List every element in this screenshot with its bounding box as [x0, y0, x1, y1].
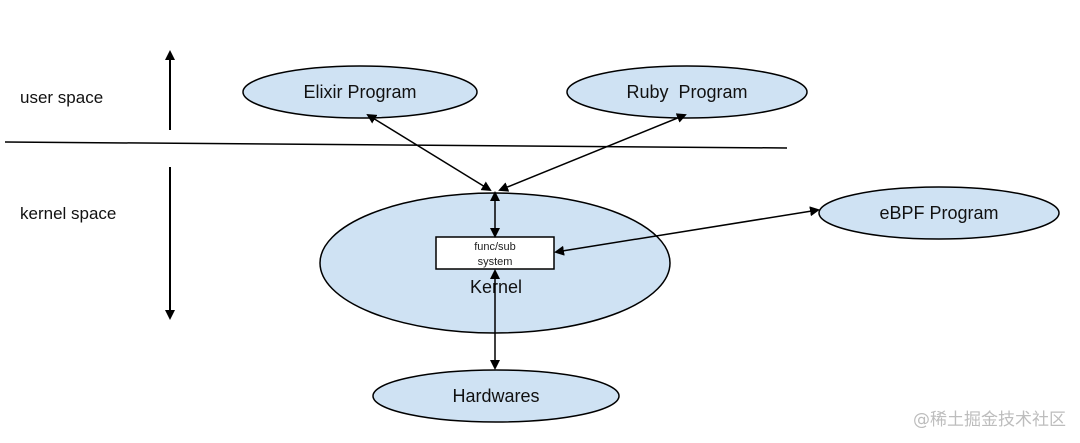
edge-elixir-kernel [366, 113, 492, 192]
watermark-text: @稀土掘金技术社区 [913, 410, 1066, 430]
space-divider-line [4, 141, 788, 149]
subsystem-label-line1: func/sub [474, 241, 516, 253]
edge-ruby-kernel [498, 113, 687, 192]
ebpf-program-label: eBPF Program [879, 203, 998, 223]
kernel-space-label: kernel space [20, 204, 116, 223]
elixir-program-node [242, 65, 478, 119]
subsystem-label-line2: system [478, 256, 513, 268]
user-space-label: user space [20, 88, 103, 107]
ruby-program-label: Ruby Program [626, 82, 747, 102]
hardwares-label: Hardwares [452, 386, 539, 406]
kernel-label: Kernel [470, 277, 522, 297]
ruby-program-node [566, 65, 808, 119]
elixir-program-label: Elixir Program [303, 82, 416, 102]
hardwares-node [372, 369, 620, 423]
edge-subsystem-ebpf [554, 206, 820, 256]
